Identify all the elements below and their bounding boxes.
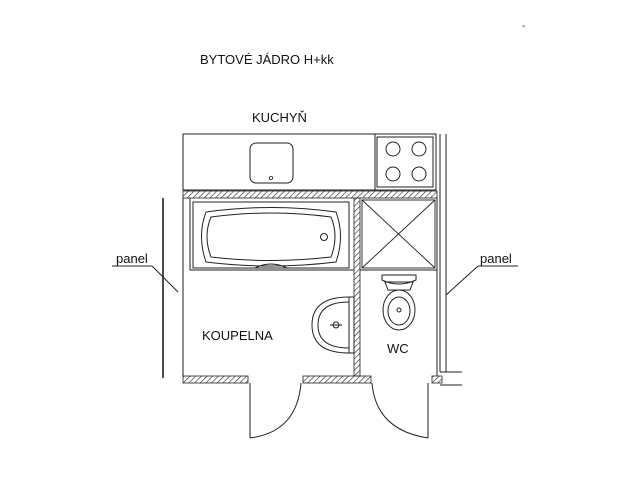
toilet-icon: [381, 274, 417, 331]
wc-door: [371, 382, 429, 439]
room-outline: [182, 198, 438, 376]
panel-right-label: panel: [480, 251, 512, 266]
kitchen-counter: [182, 133, 437, 191]
bathroom-door: [249, 382, 302, 439]
kitchen-sink-icon: [249, 142, 294, 184]
bathtub-icon: [192, 201, 350, 269]
cooktop-icon: [376, 136, 434, 188]
right-outer-wall: [439, 134, 462, 386]
panel-leaders: [112, 198, 518, 378]
corner-mark: -: [522, 21, 526, 32]
bathroom-label: KOUPELNA: [202, 328, 273, 343]
washbasin-icon: [311, 296, 355, 354]
wc-label: WC: [387, 341, 409, 356]
installation-shaft: [361, 199, 436, 269]
diagram-title: BYTOVÉ JÁDRO H+kk: [200, 52, 334, 67]
kitchen-label: KUCHYŇ: [252, 110, 307, 125]
panel-left-label: panel: [116, 251, 148, 266]
